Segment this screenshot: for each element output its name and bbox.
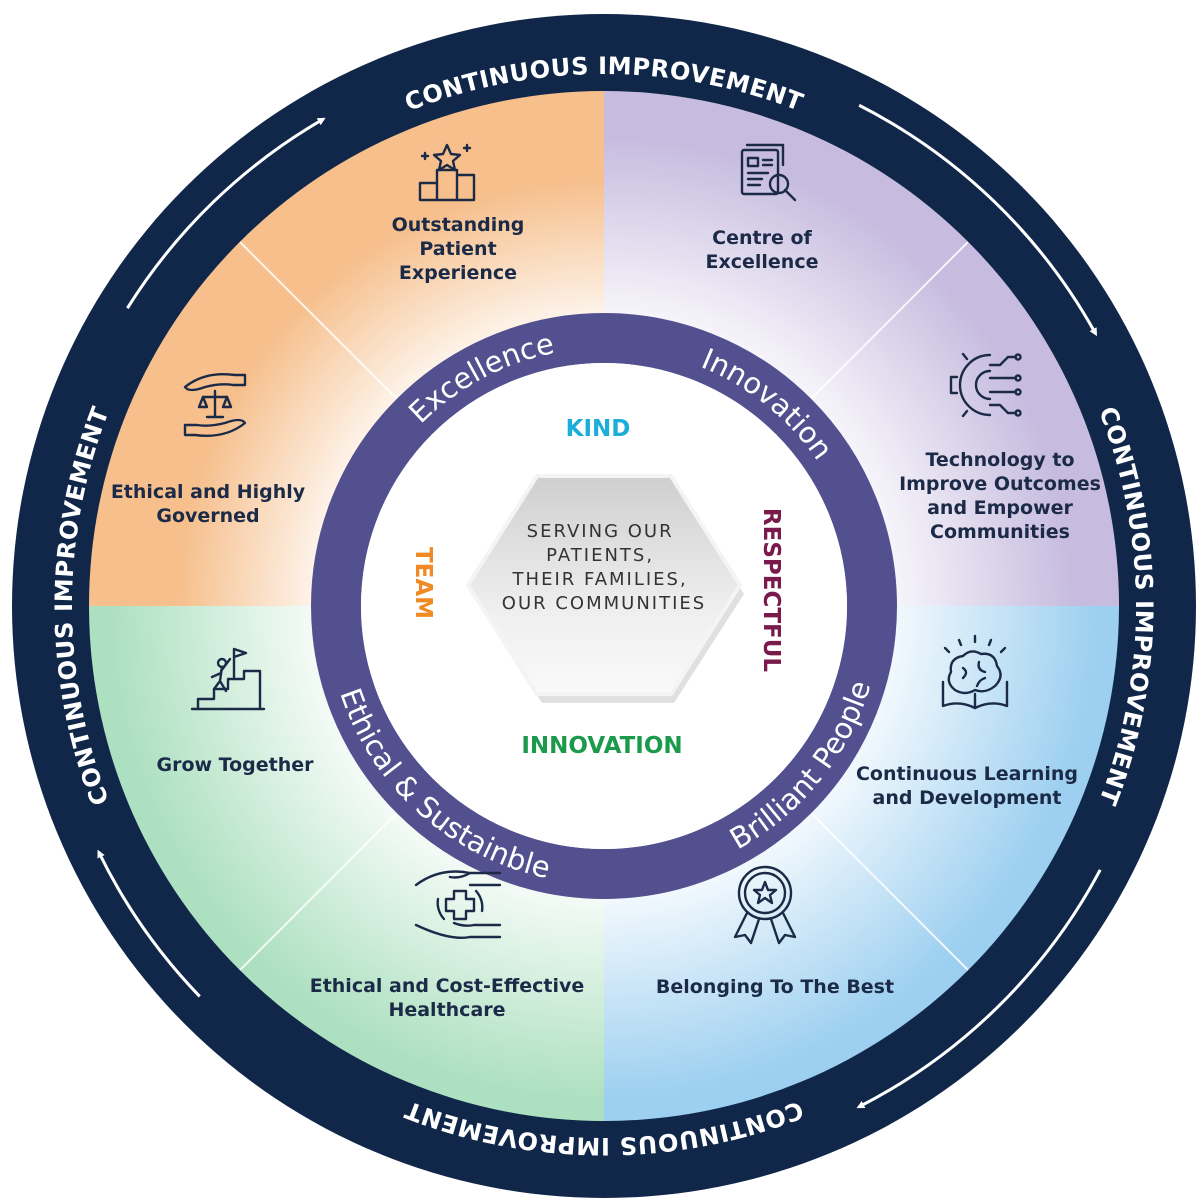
behaviour-kind: KIND	[566, 416, 631, 442]
hands-medical-cross-icon	[414, 870, 502, 939]
cycle-arrows	[97, 103, 1102, 1109]
behaviour-team: TEAM	[410, 547, 436, 619]
clockwise-arrow-icon	[856, 869, 1102, 1109]
award-ribbon-icon	[733, 865, 797, 945]
hands-scales-icon	[183, 373, 247, 437]
segment-grow-together: Grow Together	[156, 754, 314, 776]
clockwise-arrow-icon	[858, 103, 1097, 337]
gear-circuit-icon	[949, 352, 1022, 418]
clockwise-arrow-icon	[97, 849, 201, 998]
clockwise-arrow-icon	[126, 117, 326, 309]
values-ring	[311, 313, 897, 899]
climbing-flag-icon	[190, 647, 266, 711]
core-statement: SERVING OUR PATIENTS, THEIR FAMILIES, OU…	[502, 521, 706, 614]
behaviour-innovation: INNOVATION	[521, 733, 682, 759]
behaviour-respectful: RESPECTFUL	[758, 508, 784, 673]
document-search-icon	[740, 143, 797, 202]
podium-star-icon	[418, 143, 476, 202]
core-hexagon	[465, 474, 743, 696]
brain-book-icon	[941, 634, 1009, 710]
segment-belonging-to-the-best: Belonging To The Best	[656, 976, 894, 998]
